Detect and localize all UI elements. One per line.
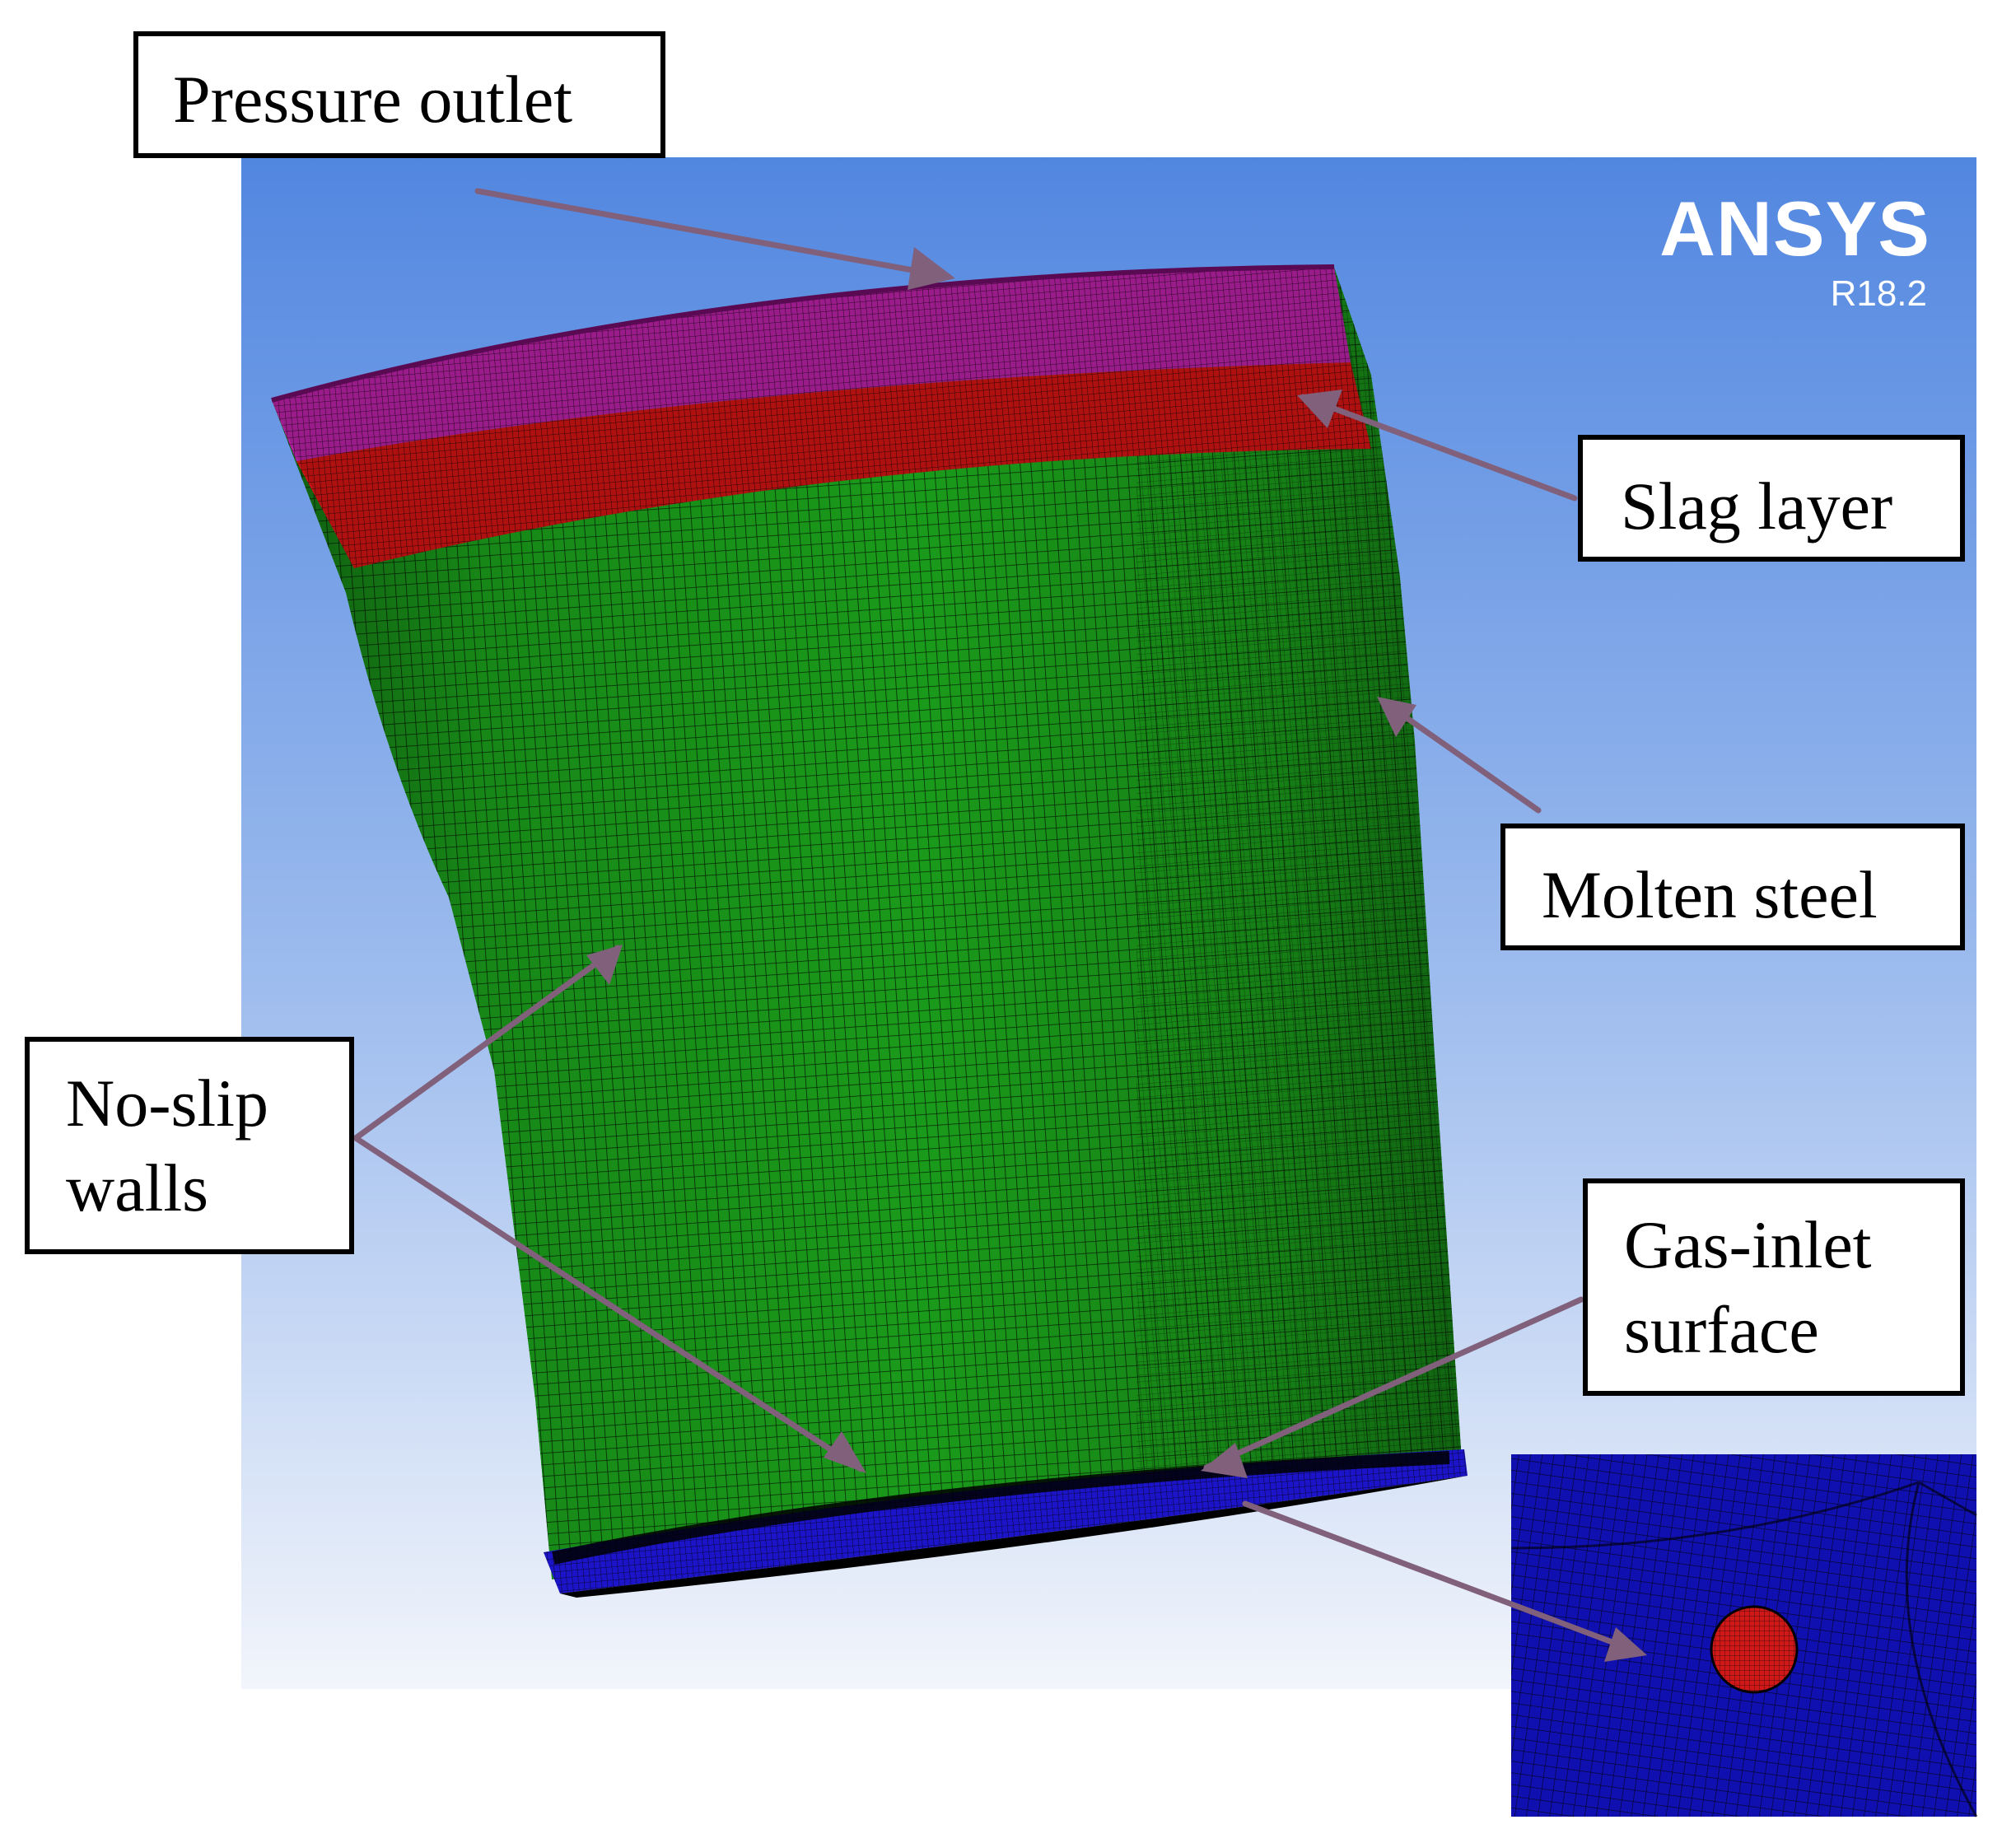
arrow-molten-steel xyxy=(1380,698,1542,814)
label-gas-inlet-line2: surface xyxy=(1624,1291,1819,1367)
arrow-inset xyxy=(1242,1500,1644,1656)
label-no-slip-line2: walls xyxy=(66,1150,209,1225)
label-gas-inlet-surface: Gas-inlet surface xyxy=(1583,1178,1965,1396)
label-pressure-outlet: Pressure outlet xyxy=(133,31,665,158)
arrow-gas-inlet xyxy=(1203,1296,1584,1471)
label-no-slip-line1: No-slip xyxy=(66,1066,268,1141)
arrow-slag-layer xyxy=(1300,394,1578,502)
label-slag-layer-text: Slag layer xyxy=(1621,469,1893,544)
label-no-slip-walls: No-slip walls xyxy=(25,1037,354,1254)
arrow-heads xyxy=(586,247,1647,1662)
label-molten-steel: Molten steel xyxy=(1500,824,1965,950)
ansys-version: R18.2 xyxy=(1830,273,1927,314)
ansys-logo: ANSYS xyxy=(1659,185,1930,272)
arrow-no-slip-lower xyxy=(352,1135,864,1472)
mesh-body xyxy=(272,267,1462,1579)
arrow-no-slip-upper xyxy=(352,945,621,1141)
arrow-pressure-outlet xyxy=(474,188,952,280)
label-molten-steel-text: Molten steel xyxy=(1542,857,1878,932)
annotation-arrows xyxy=(352,188,1644,1656)
label-gas-inlet-line1: Gas-inlet xyxy=(1624,1207,1872,1282)
label-slag-layer: Slag layer xyxy=(1578,435,1965,562)
inset-detail xyxy=(1510,1454,1978,1817)
label-pressure-outlet-text: Pressure outlet xyxy=(173,62,573,137)
top-rim xyxy=(271,264,1335,403)
